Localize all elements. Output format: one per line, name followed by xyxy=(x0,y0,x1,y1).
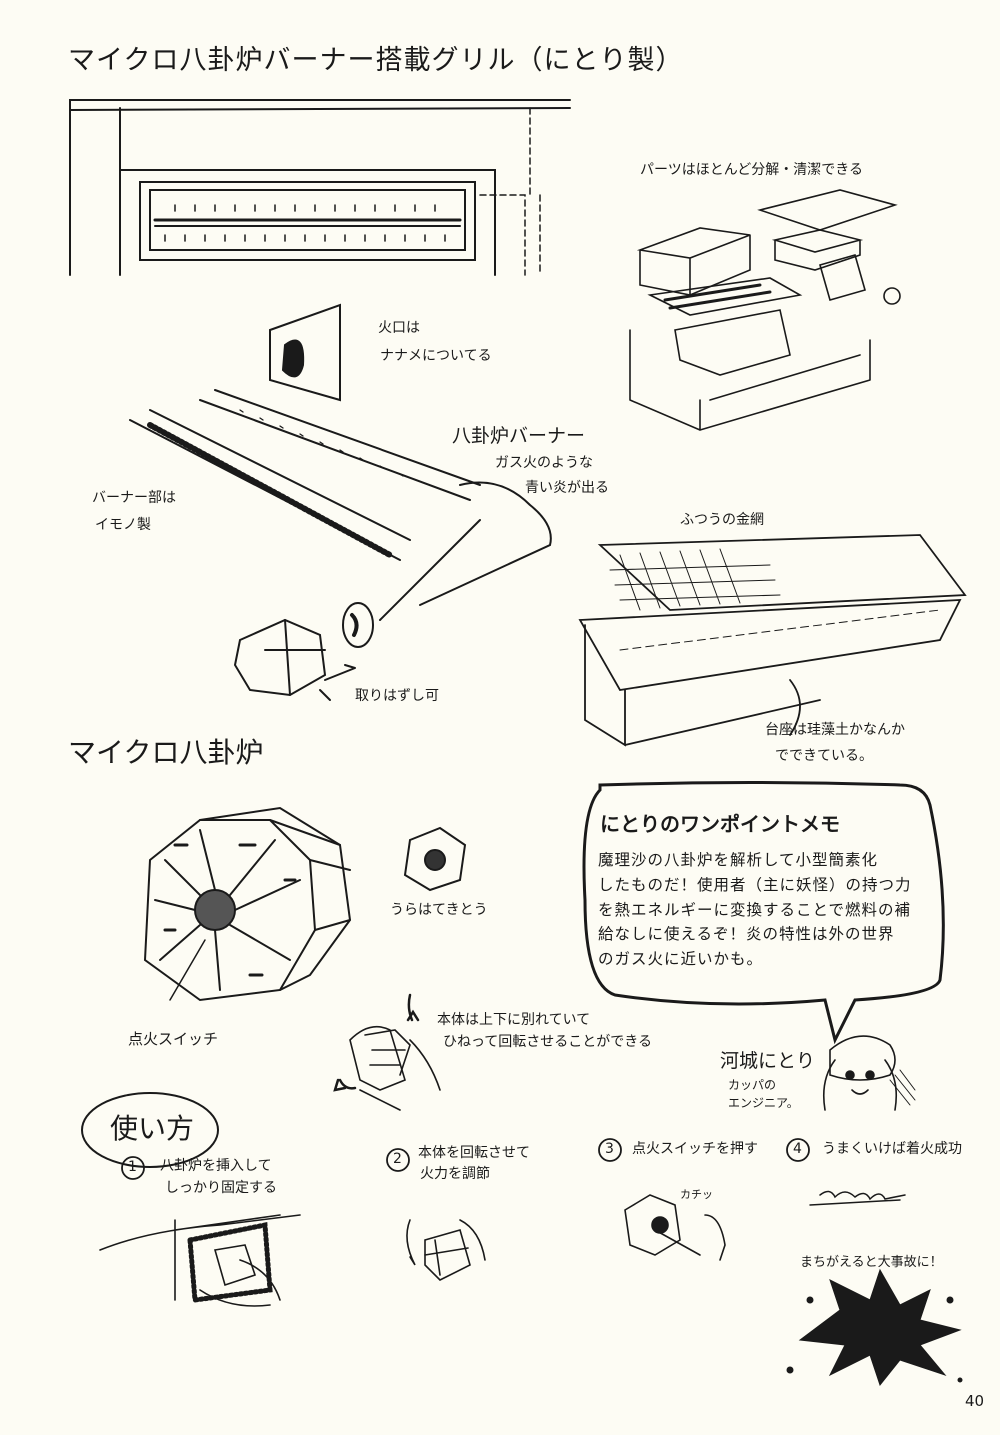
explosion-drawing xyxy=(786,1268,963,1387)
step-number-circles xyxy=(121,1138,810,1180)
hakkero-title: マイクロ八卦炉 xyxy=(68,736,264,769)
burner-desc-line2: 青い炎が出る xyxy=(525,480,609,496)
click-sound-effect: カチッ xyxy=(680,1188,713,1201)
step1-number: 1 xyxy=(128,1159,137,1175)
character-desc-line1: カッパの xyxy=(728,1078,777,1092)
explosion-warning: まちがえると大事故に！ xyxy=(800,1255,943,1270)
burner-desc-line1: ガス火のような xyxy=(495,455,593,471)
step3-number: 3 xyxy=(605,1141,614,1157)
character-desc-line2: エンジニア。 xyxy=(728,1096,799,1110)
step3-drawing xyxy=(624,1194,726,1261)
fire-note-line2: ナナメについてる xyxy=(380,348,492,364)
wire-net-and-base-drawing xyxy=(578,534,967,747)
usage-title-circle xyxy=(81,1092,219,1168)
step4-number: 4 xyxy=(793,1141,802,1157)
fire-squiggle xyxy=(809,1190,906,1206)
hakkero-drawing xyxy=(143,806,467,1002)
step2-text-line1: 本体を回転させて xyxy=(418,1145,530,1161)
memo-body: 魔理沙の八卦炉を解析して小型簡素化 したものだ！使用者（主に妖怪）の持つ力 を熱… xyxy=(598,851,912,969)
rotate-hand-drawing xyxy=(333,993,441,1111)
back-note: うらはてきとう xyxy=(390,902,488,918)
usage-title: 使い方 xyxy=(110,1112,195,1145)
grill-front-drawing xyxy=(69,99,571,276)
page-number: 40 xyxy=(965,1392,985,1410)
step4-text: うまくいけば着火成功 xyxy=(822,1141,962,1157)
step1-text-line1: 八卦炉を挿入して xyxy=(160,1158,272,1174)
memo-title: にとりのワンポイントメモ xyxy=(600,812,840,836)
burner-title: 八卦炉バーナー xyxy=(452,425,586,447)
step1-text-line2: しっかり固定する xyxy=(165,1180,277,1196)
page-title: マイクロ八卦炉バーナー搭載グリル（にとり製） xyxy=(68,45,684,76)
base-note-line1: 台座は珪藻土かなんか xyxy=(765,722,905,738)
burner-drawing xyxy=(129,303,552,701)
step2-drawing xyxy=(406,1219,486,1281)
exploded-parts-drawing xyxy=(629,189,901,431)
step2-number: 2 xyxy=(393,1151,402,1167)
burner-material-line2: イモノ製 xyxy=(95,517,151,533)
parts-note: パーツはほとんど分解・清潔できる xyxy=(640,162,864,178)
rotate-note-line1: 本体は上下に別れていて xyxy=(437,1012,591,1028)
burner-material-line1: バーナー部は xyxy=(92,490,176,506)
step1-drawing xyxy=(99,1214,301,1307)
memo-speech-bubble xyxy=(582,781,945,1045)
character-name: 河城にとり xyxy=(720,1050,816,1072)
wire-net-label: ふつうの金網 xyxy=(680,512,764,528)
nitori-character-drawing xyxy=(822,1035,916,1111)
step3-text: 点火スイッチを押す xyxy=(632,1141,758,1157)
ignition-switch-label: 点火スイッチ xyxy=(128,1030,219,1048)
rotate-note-line2: ひねって回転させることができる xyxy=(443,1034,653,1050)
removable-note: 取りはずし可 xyxy=(355,688,439,704)
base-note-line2: でできている。 xyxy=(775,748,873,764)
step2-text-line2: 火力を調節 xyxy=(420,1166,490,1182)
fire-note-line1: 火口は xyxy=(378,320,420,336)
